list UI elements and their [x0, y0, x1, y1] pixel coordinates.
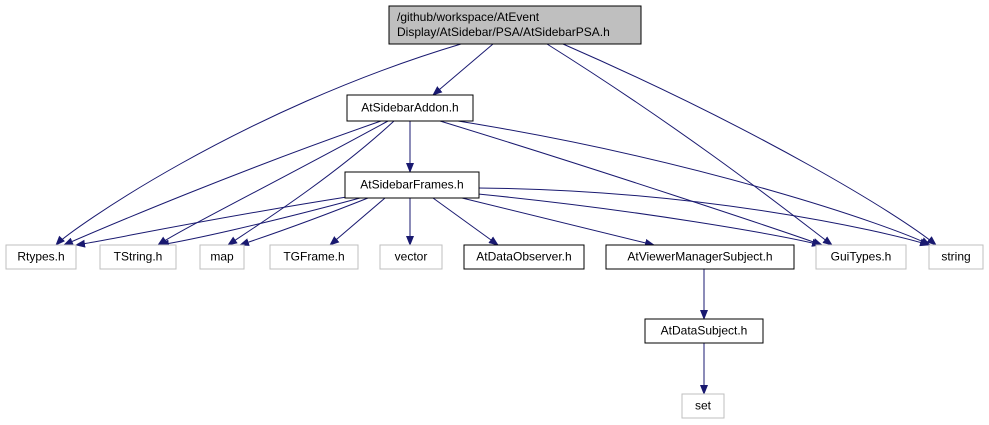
node-frames[interactable]: AtSidebarFrames.h — [344, 171, 480, 199]
node-rtypes: Rtypes.h — [5, 244, 77, 270]
node-map: map — [199, 244, 245, 270]
edge-frames-to-viewer — [461, 197, 655, 247]
node-label: TGFrame.h — [283, 250, 344, 264]
node-label: AtDataObserver.h — [476, 250, 571, 264]
node-label: Rtypes.h — [17, 250, 64, 264]
node-viewer[interactable]: AtViewerManagerSubject.h — [605, 244, 795, 270]
edge-addon-to-rtypes — [63, 120, 382, 246]
node-label: string — [941, 250, 970, 264]
edge-frames-to-observer — [432, 197, 499, 246]
node-box — [681, 393, 725, 419]
node-box — [605, 244, 795, 270]
node-box — [463, 244, 585, 270]
edge-addon-to-map — [227, 120, 395, 246]
node-label: Display/AtSidebar/PSA/AtSidebarPSA.h — [397, 25, 610, 39]
node-box — [199, 244, 245, 270]
node-label: AtViewerManagerSubject.h — [627, 250, 772, 264]
edge-root-to-guitypes — [546, 43, 833, 246]
node-string: string — [928, 244, 984, 270]
node-label: map — [210, 250, 234, 264]
node-set: set — [681, 393, 725, 419]
edges-layer — [55, 43, 937, 395]
edge-frames-to-tstring — [159, 197, 361, 248]
edge-frames-to-map — [239, 197, 369, 246]
node-vector: vector — [379, 244, 443, 270]
node-guitypes: GuiTypes.h — [815, 244, 907, 270]
edge-root-to-rtypes — [55, 43, 462, 246]
edge-frames-to-string — [477, 187, 930, 247]
node-box — [344, 171, 480, 199]
edge-addon-to-string — [457, 120, 931, 246]
node-label: AtSidebarAddon.h — [361, 101, 458, 115]
edge-frames-to-rtypes — [75, 195, 354, 248]
node-box — [5, 244, 77, 270]
node-label: AtSidebarFrames.h — [360, 178, 463, 192]
node-box — [269, 244, 359, 270]
node-box — [379, 244, 443, 270]
edge-frames-to-tgframe — [329, 197, 386, 246]
edge-frames-to-guitypes — [477, 193, 822, 247]
node-box — [928, 244, 984, 270]
node-label: /github/workspace/AtEvent — [397, 10, 540, 24]
edge-root-to-addon — [432, 43, 494, 96]
node-box — [99, 244, 177, 270]
node-box — [644, 318, 764, 344]
node-box — [815, 244, 907, 270]
node-label: TString.h — [114, 250, 163, 264]
node-addon[interactable]: AtSidebarAddon.h — [346, 94, 474, 122]
node-tgframe: TGFrame.h — [269, 244, 359, 270]
edge-root-to-string — [562, 43, 937, 246]
node-tstring: TString.h — [99, 244, 177, 270]
edge-addon-to-tstring — [157, 120, 389, 246]
edge-addon-to-guitypes — [439, 120, 823, 246]
node-root[interactable]: /github/workspace/AtEventDisplay/AtSideb… — [388, 5, 642, 45]
node-label: GuiTypes.h — [831, 250, 892, 264]
node-label: vector — [395, 250, 428, 264]
node-box — [388, 5, 642, 45]
nodes-layer: /github/workspace/AtEventDisplay/AtSideb… — [5, 5, 984, 419]
node-label: set — [695, 399, 712, 413]
node-box — [346, 94, 474, 122]
node-label: AtDataSubject.h — [661, 324, 748, 338]
node-observer[interactable]: AtDataObserver.h — [463, 244, 585, 270]
node-subject[interactable]: AtDataSubject.h — [644, 318, 764, 344]
